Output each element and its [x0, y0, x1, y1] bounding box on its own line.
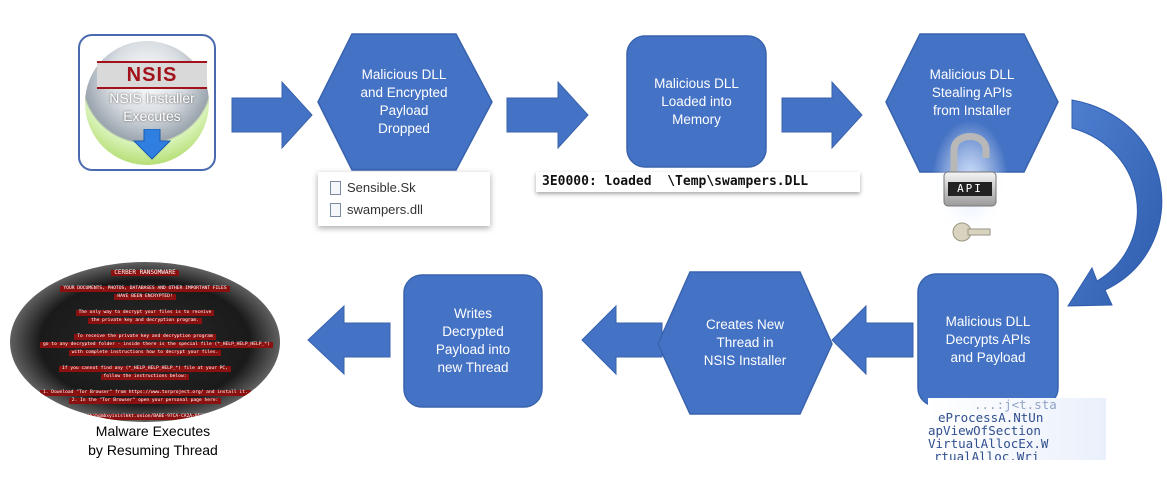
ransom-note-line: 1. Download "Tor Browser" from https://w…: [40, 390, 251, 397]
file-name-swampers: swampers.dll: [347, 202, 423, 217]
arrow-3-right: [781, 80, 863, 150]
ransom-note-line: with complete instructions how to decryp…: [68, 350, 222, 357]
nsis-installer-logo: NSIS NSIS Installer Executes: [78, 34, 216, 171]
ransom-note-text: CERBER RANSOMWARE YOUR DOCUMENTS, PHOTOS…: [40, 269, 273, 422]
step-stealing-text: Malicious DLL Stealing APIs from Install…: [896, 58, 1048, 128]
api-string: rtualAlloc.Wri: [934, 449, 1040, 460]
ransom-note-line: If you cannot find any (*_HELP_HELP_HELP…: [59, 366, 231, 373]
arrow-6-left: [307, 304, 391, 376]
api-string: VirtualAllocEx.W: [928, 436, 1049, 451]
ransom-note-title: CERBER RANSOMWARE: [111, 269, 179, 277]
ransom-note-line: 2. In the "Tor Browser" open your person…: [68, 398, 222, 405]
ransom-note-line: follow the instructions below:: [100, 374, 190, 381]
arrow-1-right: [231, 80, 313, 150]
dropped-files-window: Sensible.Sk swampers.dll: [318, 172, 490, 226]
file-name-sensible: Sensible.Sk: [347, 180, 416, 195]
step-malware-label: Malware Executes by Resuming Thread: [88, 423, 218, 458]
api-string: apViewOfSection: [928, 423, 1041, 438]
step-thread-hexagon: [657, 271, 833, 415]
arrow-5-left: [581, 304, 663, 376]
step-decrypts-label: Malicious DLL Decrypts APIs and Payload: [945, 314, 1031, 365]
step-loaded-text: Malicious DLL Loaded into Memory: [627, 36, 766, 167]
ransom-note-line: [141, 278, 150, 284]
file-row-swampers: swampers.dll: [330, 202, 423, 217]
step-dropped-label: Malicious DLL and Encrypted Payload Drop…: [360, 67, 448, 136]
step-stealing-hexagon: [885, 33, 1059, 173]
step-writes-text: Writes Decrypted Payload into new Thread: [404, 275, 542, 407]
ransom-note-line: [141, 302, 150, 308]
ransom-note-line: the private key and decryption program.: [88, 318, 202, 325]
api-lock-label: API: [957, 182, 983, 195]
api-string: eProcessA.NtUn: [938, 410, 1044, 425]
step-writes-label: Writes Decrypted Payload into new Thread: [435, 306, 511, 375]
ransom-note-line: http://hjhqmbxyinislkkt.onion/BABE-97CA-…: [67, 414, 223, 421]
step-dropped-hexagon: [317, 33, 493, 171]
file-icon: [330, 180, 341, 195]
memory-load-log: 3E0000: loaded \Temp\swampers.DLL: [536, 172, 860, 192]
step-nsis-label: NSIS Installer Executes: [109, 90, 195, 124]
ransom-note-line: The only way to decrypt your files is to…: [75, 310, 215, 317]
nsis-disc-icon: NSIS NSIS Installer Executes: [85, 41, 209, 165]
arrow-2-right: [506, 80, 589, 150]
ransom-note-line: To receive the private key and decryptio…: [74, 334, 216, 341]
arrow-curve-down: [1067, 99, 1163, 307]
ransom-note-line: [141, 358, 150, 364]
ransom-note-line: [141, 326, 150, 332]
api-strings-snippet: ...:j<t.sta eProcessA.NtUn apViewOfSecti…: [928, 398, 1106, 460]
ransom-note-screenshot: CERBER RANSOMWARE YOUR DOCUMENTS, PHOTOS…: [10, 262, 280, 422]
step-decrypts-text: Malicious DLL Decrypts APIs and Payload: [918, 296, 1058, 384]
ransom-note-line: HAVE BEEN ENCRYPTED!: [114, 294, 176, 301]
arrow-4-left: [831, 304, 914, 376]
ransom-note-line: YOUR DOCUMENTS, PHOTOS, DATABASES AND OT…: [60, 286, 230, 293]
download-arrow-icon: [132, 129, 172, 160]
api-padlock-icon: API: [932, 110, 1008, 260]
step-loaded-box: [626, 35, 767, 168]
ransom-note-line: [141, 382, 150, 388]
dll-file-icon: [330, 202, 341, 217]
ransom-note-line: [141, 406, 150, 412]
step-thread-label: Creates New Thread in NSIS Installer: [703, 317, 787, 368]
file-row-sensible: Sensible.Sk: [330, 180, 416, 195]
step-stealing-label: Malicious DLL Stealing APIs from Install…: [929, 67, 1015, 118]
ransom-note-line: go to any decrypted folder - inside ther…: [40, 342, 273, 349]
step-loaded-label: Malicious DLL Loaded into Memory: [654, 75, 739, 127]
step-writes-box: [403, 274, 543, 408]
step-dropped-text: Malicious DLL and Encrypted Payload Drop…: [328, 36, 480, 168]
step-thread-text: Creates New Thread in NSIS Installer: [662, 274, 828, 412]
api-string: ...:j<t.sta: [974, 398, 1057, 412]
nsis-logo-text: NSIS: [97, 61, 207, 89]
